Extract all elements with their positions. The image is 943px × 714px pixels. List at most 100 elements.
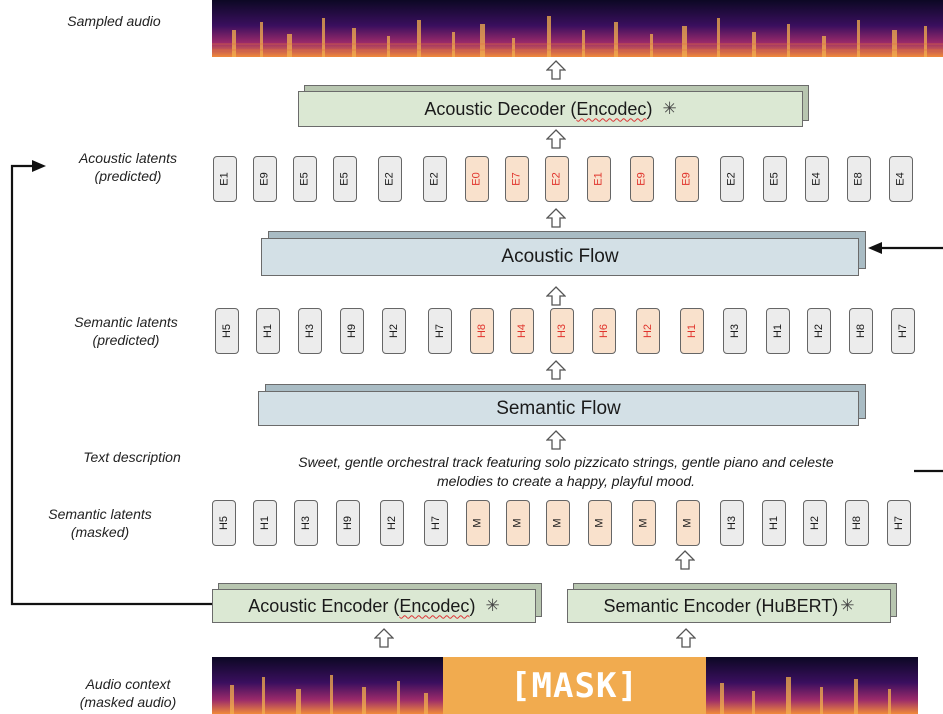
- up-arrow-icon: [546, 208, 566, 228]
- acoustic-token: E5: [763, 156, 787, 202]
- acoustic-token-label: E4: [811, 172, 823, 186]
- acoustic-decoder-box: Acoustic Decoder (Encodec) ✳: [298, 91, 803, 127]
- semantic-masked-token: H7: [424, 500, 448, 546]
- semantic-pred-token-label: H7: [434, 323, 446, 339]
- semantic-pred-token-label: H1: [686, 323, 698, 339]
- semantic-masked-token: H3: [720, 500, 744, 546]
- semantic-predicted-label: Semantic latents (predicted): [64, 313, 188, 349]
- semantic-masked-token: H5: [212, 500, 236, 546]
- semantic-pred-token: H3: [723, 308, 747, 354]
- semantic-masked-token-label: H3: [300, 515, 312, 531]
- semantic-masked-token-label: H3: [726, 515, 738, 531]
- up-arrow-icon: [675, 550, 695, 570]
- semantic-masked-token-label: H5: [218, 515, 230, 531]
- semantic-pred-token: H3: [550, 308, 574, 354]
- acoustic-token: E4: [889, 156, 913, 202]
- semantic-pred-token: H4: [510, 308, 534, 354]
- semantic-pred-token-label: H8: [476, 323, 488, 339]
- acoustic-latents-label-line2: (predicted): [94, 168, 162, 184]
- acoustic-token: E0: [465, 156, 489, 202]
- semantic-pred-token-label: H9: [346, 323, 358, 339]
- feedback-arrowhead: [32, 160, 46, 172]
- acoustic-token: E2: [378, 156, 402, 202]
- semantic-masked-token: H2: [380, 500, 404, 546]
- semantic-masked-token: M: [466, 500, 490, 546]
- acoustic-token-label: E1: [593, 172, 605, 186]
- semantic-pred-token: H7: [891, 308, 915, 354]
- semantic-masked-token: M: [546, 500, 570, 546]
- audio-context-spectrogram-right-image: [706, 657, 918, 714]
- sampled-audio-spectrogram: [212, 0, 943, 57]
- semantic-masked-token-label: H9: [342, 515, 354, 531]
- acoustic-token: E2: [545, 156, 569, 202]
- semantic-masked-token-label: H1: [259, 515, 271, 531]
- audio-context-spectrogram-right: [706, 657, 918, 714]
- sampled-audio-label: Sampled audio: [67, 13, 161, 29]
- acoustic-token-label: E8: [853, 172, 865, 186]
- acoustic-token-label: E2: [726, 172, 738, 186]
- semantic-encoder-box: Semantic Encoder (HuBERT) ✳: [567, 589, 891, 623]
- semantic-pred-token-label: H2: [813, 323, 825, 339]
- acoustic-latents-label-line1: Acoustic latents: [78, 150, 178, 166]
- acoustic-decoder-label: Acoustic Decoder (Encodec): [424, 98, 653, 119]
- acoustic-token: E2: [720, 156, 744, 202]
- semantic-pred-token: H8: [849, 308, 873, 354]
- acoustic-token-label: E9: [681, 172, 693, 186]
- acoustic-token-label: E2: [551, 172, 563, 186]
- mask-label: [MASK]: [510, 665, 639, 706]
- acoustic-token: E5: [293, 156, 317, 202]
- flow-input-arrowhead: [868, 242, 882, 254]
- semantic-masked-label: Semantic latents (masked): [38, 505, 162, 541]
- acoustic-token: E1: [213, 156, 237, 202]
- acoustic-token: E5: [333, 156, 357, 202]
- semantic-masked-token: M: [632, 500, 656, 546]
- up-arrow-icon: [374, 628, 394, 648]
- semantic-masked-token: H3: [294, 500, 318, 546]
- semantic-masked-token-label: H1: [768, 515, 780, 531]
- semantic-pred-token: H9: [340, 308, 364, 354]
- semantic-pred-token: H5: [215, 308, 239, 354]
- semantic-pred-token-label: H1: [262, 323, 274, 339]
- semantic-pred-token: H8: [470, 308, 494, 354]
- semantic-masked-token-label: H7: [893, 515, 905, 531]
- acoustic-token: E7: [505, 156, 529, 202]
- semantic-masked-token-label: H8: [851, 515, 863, 531]
- text-prompt-line1: Sweet, gentle orchestral track featuring…: [298, 454, 834, 470]
- semantic-masked-token-label: M: [681, 518, 694, 528]
- audio-context-label: Audio context (masked audio): [66, 675, 190, 711]
- audio-context-label-line1: Audio context: [85, 676, 171, 692]
- up-arrow-icon: [546, 60, 566, 80]
- semantic-predicted-label-line2: (predicted): [92, 332, 160, 348]
- text-description-label: Text description: [83, 449, 181, 465]
- semantic-masked-token-label: M: [637, 518, 650, 528]
- acoustic-token: E9: [675, 156, 699, 202]
- semantic-pred-token: H1: [256, 308, 280, 354]
- semantic-pred-token-label: H3: [304, 323, 316, 339]
- semantic-encoder-label: Semantic Encoder (HuBERT): [603, 595, 839, 616]
- up-arrow-icon: [676, 628, 696, 648]
- acoustic-token-label: E5: [769, 172, 781, 186]
- acoustic-token-label: E7: [511, 172, 523, 186]
- up-arrow-icon: [546, 129, 566, 149]
- acoustic-encoder-label: Acoustic Encoder (Encodec): [248, 595, 476, 616]
- acoustic-token: E9: [630, 156, 654, 202]
- semantic-pred-token-label: H3: [556, 323, 568, 339]
- semantic-masked-token: M: [506, 500, 530, 546]
- acoustic-token: E2: [423, 156, 447, 202]
- semantic-pred-token-label: H4: [516, 323, 528, 339]
- up-arrow-icon: [546, 430, 566, 450]
- semantic-pred-token-label: H2: [642, 323, 654, 339]
- semantic-masked-token: H8: [845, 500, 869, 546]
- semantic-pred-token: H1: [680, 308, 704, 354]
- snowflake-icon: ✳: [662, 99, 677, 118]
- acoustic-token: E1: [587, 156, 611, 202]
- up-arrow-icon: [546, 360, 566, 380]
- text-prompt-line2: melodies to create a happy, playful mood…: [436, 473, 696, 489]
- acoustic-token-label: E5: [339, 172, 351, 186]
- semantic-pred-token: H2: [636, 308, 660, 354]
- acoustic-token-label: E0: [471, 172, 483, 186]
- semantic-masked-token: H1: [762, 500, 786, 546]
- semantic-pred-token-label: H2: [388, 323, 400, 339]
- semantic-masked-label-line2: (masked): [70, 524, 130, 540]
- acoustic-token-label: E9: [259, 172, 271, 186]
